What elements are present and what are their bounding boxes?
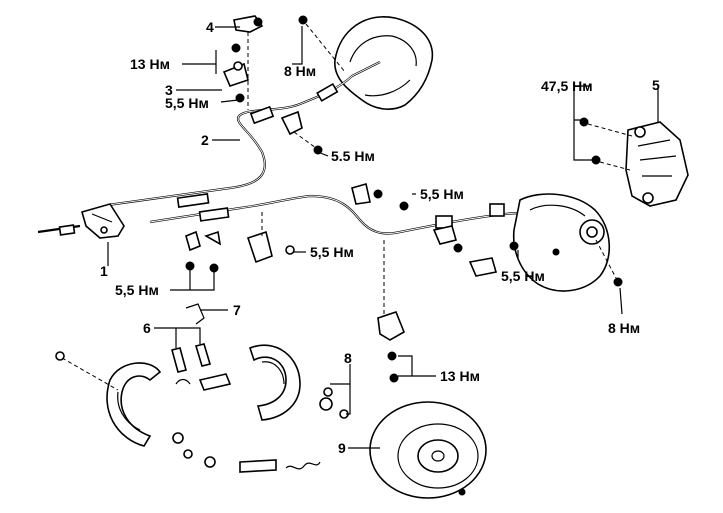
shoe-hardware <box>55 303 349 473</box>
cable-bracket-mid <box>280 110 323 155</box>
part-number-7: 7 <box>233 302 241 318</box>
torque-label-13nm-top: 13 Нм <box>130 56 170 72</box>
torque-label-5-5nm-lower: 5,5 Нм <box>115 282 159 298</box>
parking-brake-cables <box>37 61 553 236</box>
callout-leaders <box>107 26 659 449</box>
torque-label-5-5nm-hub: 5,5 Нм <box>501 268 545 284</box>
part-number-4: 4 <box>206 19 214 35</box>
part-number-8: 8 <box>344 350 352 366</box>
part-number-3: 3 <box>165 82 173 98</box>
rear-brake-shoe-right <box>249 344 301 421</box>
torque-label-5-5nm-bracket: 5,5 Нм <box>420 186 464 202</box>
part-number-6: 6 <box>143 320 151 336</box>
equalizer-bracket <box>81 203 125 239</box>
torque-label-8nm-right: 8 Нм <box>608 320 640 336</box>
torque-label-5-5nm-cable: 5.5 Нм <box>331 148 375 164</box>
torque-label-8nm-top: 8 Нм <box>284 63 316 79</box>
backing-plate-hub <box>512 193 623 292</box>
brake-caliper <box>579 117 689 207</box>
part-number-9: 9 <box>338 440 346 456</box>
torque-label-5-5nm-left: 5,5 Нм <box>165 95 209 111</box>
brake-disc <box>369 401 487 499</box>
lower-cable-clamp <box>377 311 406 383</box>
torque-label-47-5nm: 47,5 Нм <box>541 78 593 94</box>
part-number-5: 5 <box>652 77 660 93</box>
shield-bolt-top <box>298 15 346 73</box>
part-number-2: 2 <box>201 132 209 148</box>
torque-label-5-5nm-clamp: 5,5 Нм <box>310 244 354 260</box>
part-number-1: 1 <box>100 263 108 279</box>
cable-holders-middle <box>185 182 519 316</box>
rear-dust-shield-upper <box>334 16 434 110</box>
torque-label-13nm-bottom: 13 Нм <box>440 368 480 384</box>
cable-clip-upper <box>222 15 264 110</box>
rear-brake-shoe-left <box>106 362 162 447</box>
